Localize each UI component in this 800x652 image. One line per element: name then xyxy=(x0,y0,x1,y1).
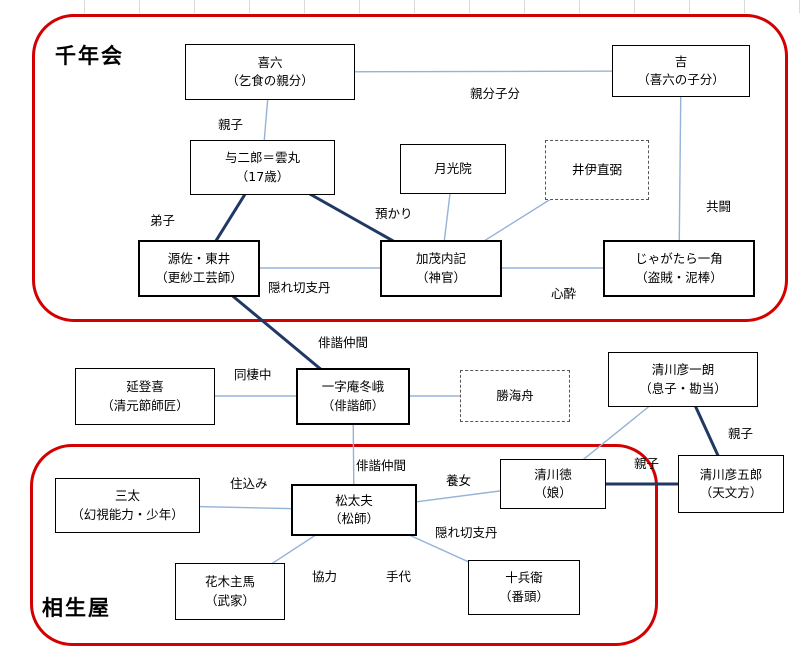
node-toga: 一字庵冬峨 （俳諧師） xyxy=(296,368,410,425)
node-kichi-name: 吉 xyxy=(674,53,688,69)
group-outline-sennenkai xyxy=(32,14,788,322)
node-katsu-name: 勝海舟 xyxy=(496,387,534,403)
node-hikogoro-desc: （天文方） xyxy=(699,485,763,500)
node-kichi-desc: （喜六の子分） xyxy=(637,72,725,87)
edge-label-tedai: 手代 xyxy=(386,569,412,584)
node-toku: 清川徳 （娘） xyxy=(500,459,606,509)
node-yojiro: 与二郎＝雲丸 （17歳） xyxy=(190,140,335,195)
edge-label-yojo: 養女 xyxy=(446,473,472,488)
node-matsudayu-name: 松太夫 xyxy=(335,492,373,508)
node-ii-naosuke-name: 井伊直弼 xyxy=(571,161,622,177)
node-toku-name: 清川徳 xyxy=(534,466,572,482)
edge-label-azukari: 預かり xyxy=(375,206,413,221)
node-hikogoro: 清川彦五郎 （天文方） xyxy=(678,455,784,513)
node-hikogoro-name: 清川彦五郎 xyxy=(699,466,763,482)
node-jubei-desc: （番頭） xyxy=(498,588,549,604)
node-hikoichiro-name: 清川彦一朗 xyxy=(651,362,715,378)
node-jubei-name: 十兵衛 xyxy=(505,570,543,586)
spreadsheet-column-ticks xyxy=(30,0,800,13)
edge-label-kakure-1: 隠れ切支丹 xyxy=(268,280,331,295)
node-nobutoki-desc: （清元節師匠） xyxy=(101,397,189,413)
node-toga-name: 一字庵冬峨 xyxy=(321,379,385,395)
node-hikoichiro-desc: （息子・勘当） xyxy=(639,380,727,396)
node-jagatara: じゃがたら一角 （盗賊・泥棒） xyxy=(603,240,755,297)
group-outline-aioiya xyxy=(30,444,658,646)
node-kiroku-name: 喜六 xyxy=(257,54,283,70)
node-toku-desc: （娘） xyxy=(534,485,572,500)
node-jubei: 十兵衛 （番頭） xyxy=(468,560,580,615)
node-toga-desc: （俳諧師） xyxy=(321,397,385,413)
node-genza-desc: （更紗工芸師） xyxy=(155,269,243,285)
node-kamo: 加茂内記 （神官） xyxy=(380,240,502,297)
node-yojiro-name: 与二郎＝雲丸 xyxy=(224,150,300,166)
node-jagatara-name: じゃがたら一角 xyxy=(635,251,723,267)
node-santa: 三太 （幻視能力・少年） xyxy=(55,478,200,533)
node-jagatara-desc: （盗賊・泥棒） xyxy=(635,269,723,285)
edge-label-kyoryoku: 協力 xyxy=(312,569,338,584)
node-nobutoki: 延登喜 （清元節師匠） xyxy=(75,368,215,425)
node-hanaki-name: 花木主馬 xyxy=(204,574,255,590)
edge-label-oyako-top: 親子 xyxy=(218,117,244,132)
node-kichi: 吉 （喜六の子分） xyxy=(612,45,750,97)
edge-label-sumikomi: 住込み xyxy=(230,476,268,491)
node-yojiro-desc: （17歳） xyxy=(235,168,290,184)
node-matsudayu: 松太夫 （松師） xyxy=(291,484,417,536)
group-title-aioiya: 相生屋 xyxy=(42,596,111,620)
edge-label-kakure-2: 隠れ切支丹 xyxy=(435,525,498,540)
node-hikoichiro: 清川彦一朗 （息子・勘当） xyxy=(608,352,758,407)
node-matsudayu-desc: （松師） xyxy=(328,511,379,526)
node-kiroku: 喜六 （乞食の親分） xyxy=(185,44,355,100)
node-hanaki: 花木主馬 （武家） xyxy=(175,563,285,620)
edge-label-oyako-right: 親子 xyxy=(728,426,754,441)
node-hanaki-desc: （武家） xyxy=(204,592,255,608)
node-gekkoin-name: 月光院 xyxy=(434,160,472,176)
node-santa-desc: （幻視能力・少年） xyxy=(71,506,184,522)
node-genza-name: 源佐・東井 xyxy=(167,251,231,267)
node-genza: 源佐・東井 （更紗工芸師） xyxy=(138,240,260,297)
edge-label-shinsui: 心酔 xyxy=(551,286,577,301)
node-kiroku-desc: （乞食の親分） xyxy=(226,73,314,88)
edge-label-kyoto: 共闘 xyxy=(706,199,732,214)
edge-label-deshi: 弟子 xyxy=(150,213,176,228)
edge-label-oyako-toku: 親子 xyxy=(634,456,660,471)
node-katsu: 勝海舟 xyxy=(460,370,570,422)
group-title-sennenkai: 千年会 xyxy=(55,44,124,68)
edge-label-dosei: 同棲中 xyxy=(234,367,272,382)
node-kamo-desc: （神官） xyxy=(415,269,466,285)
edge-label-oyabun-kobun: 親分子分 xyxy=(470,86,521,101)
edge-kichi-jagatara xyxy=(678,70,682,269)
node-ii-naosuke: 井伊直弼 xyxy=(545,140,649,200)
edge-label-haikai-2: 俳諧仲間 xyxy=(356,458,407,473)
edge-label-haikai-1: 俳諧仲間 xyxy=(318,335,369,350)
node-gekkoin: 月光院 xyxy=(400,144,506,194)
node-kamo-name: 加茂内記 xyxy=(415,251,466,267)
node-nobutoki-name: 延登喜 xyxy=(126,379,164,395)
node-santa-name: 三太 xyxy=(114,488,140,504)
